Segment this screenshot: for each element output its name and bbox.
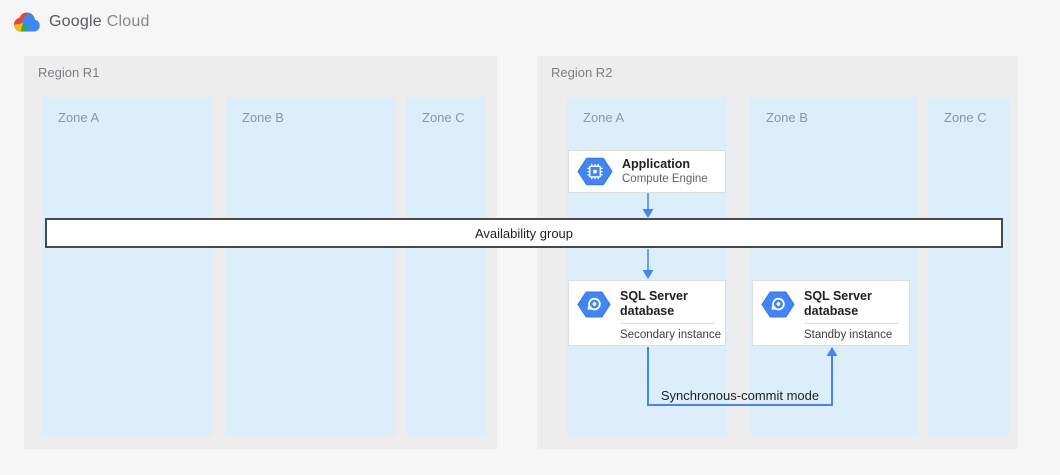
sql-standby-text: SQL Server database Standby instance: [804, 289, 899, 341]
cloud-sql-icon: [577, 291, 611, 318]
zone-label: Zone B: [242, 110, 284, 125]
logo-text-google: Google: [49, 12, 102, 30]
region-r1-label: Region R1: [38, 65, 100, 80]
zone-label: Zone A: [583, 110, 625, 125]
zone-label: Zone C: [422, 110, 465, 125]
region-r2-zone-c: Zone C: [928, 97, 1009, 435]
availability-group-bar: Availability group: [45, 218, 1003, 248]
card-divider: [620, 323, 715, 324]
application-subtitle: Compute Engine: [622, 173, 708, 185]
compute-engine-icon: [577, 157, 613, 186]
google-cloud-logo: Google Cloud: [14, 11, 150, 32]
synchronous-commit-label: Synchronous-commit mode: [660, 388, 820, 403]
region-r1-zone-b: Zone B: [226, 97, 396, 435]
sql-secondary-node: SQL Server database Secondary instance: [568, 280, 726, 346]
region-r1-zone-c: Zone C: [406, 97, 486, 435]
logo-text-cloud: Cloud: [106, 12, 150, 30]
card-divider: [804, 323, 899, 324]
sql-secondary-text: SQL Server database Secondary instance: [620, 289, 722, 341]
sql-secondary-title: SQL Server database: [620, 289, 688, 318]
zone-label: Zone A: [58, 110, 100, 125]
region-r2-zone-a: Zone A: [567, 97, 727, 435]
google-cloud-logo-icon: [14, 12, 40, 32]
region-r1: Region R1 Zone A Zone B Zone C: [24, 56, 497, 449]
application-node-text: Application Compute Engine: [622, 157, 725, 186]
application-title: Application: [622, 157, 691, 171]
cloud-sql-icon: [761, 291, 795, 318]
zone-label: Zone B: [766, 110, 808, 125]
application-node: Application Compute Engine: [568, 150, 726, 193]
region-r1-zone-a: Zone A: [42, 97, 212, 435]
sql-secondary-instance-label: Secondary instance: [620, 329, 722, 341]
availability-group-label: Availability group: [474, 225, 574, 241]
sql-standby-node: SQL Server database Standby instance: [752, 280, 910, 346]
zone-label: Zone C: [944, 110, 987, 125]
sql-standby-title: SQL Server database: [804, 289, 872, 318]
sql-standby-instance-label: Standby instance: [804, 329, 893, 341]
region-r2-label: Region R2: [551, 65, 613, 80]
region-r2-zone-b: Zone B: [750, 97, 918, 435]
